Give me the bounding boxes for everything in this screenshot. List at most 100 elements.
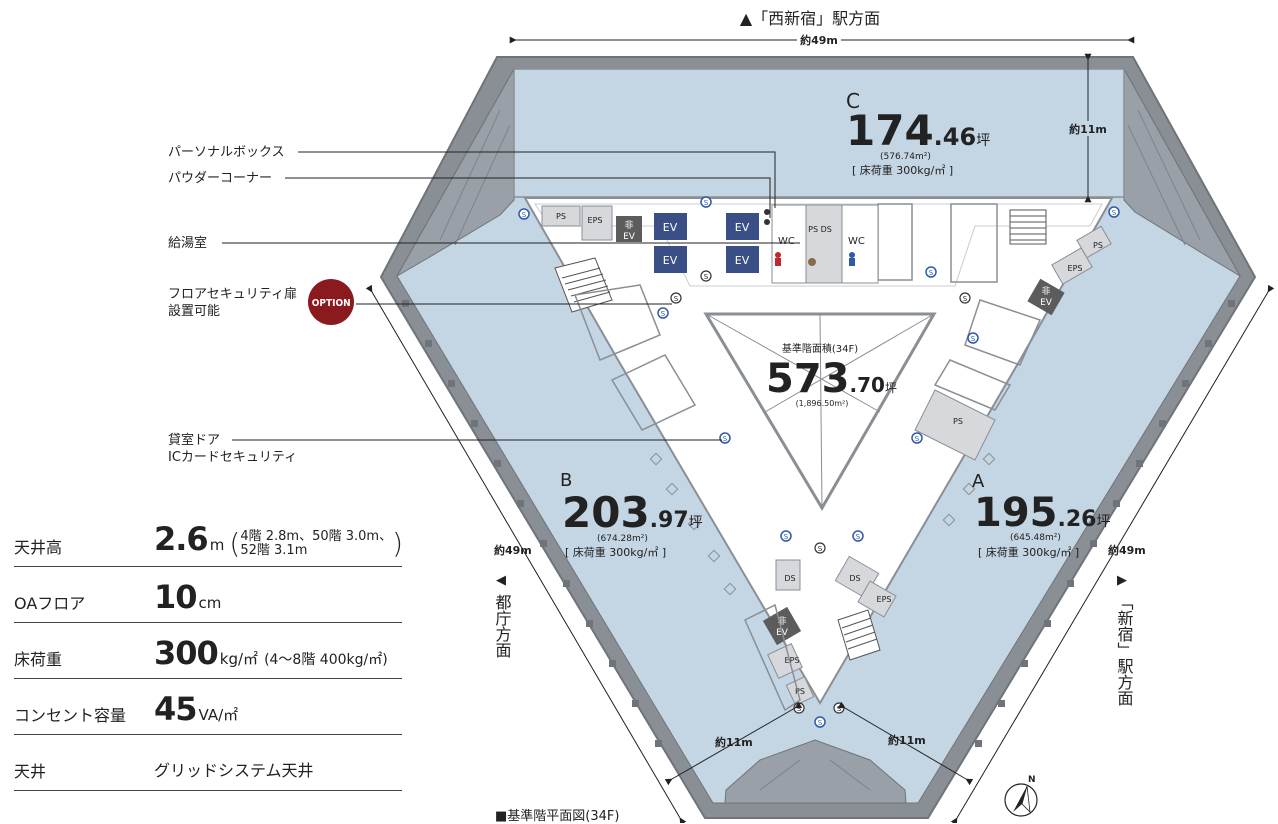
eps-label: EPS	[877, 595, 892, 604]
ps-ds-label: PS DS	[808, 225, 832, 234]
male-restroom-icon	[849, 258, 855, 266]
svg-text:S: S	[971, 335, 976, 343]
zone-total: 基準階面積(34F) 573.70坪 (1,896.50m²)	[766, 342, 897, 408]
top-zone-c-room	[513, 68, 1125, 198]
callout-rental-door-line2: ICカードセキュリティ	[168, 450, 298, 465]
svg-text:S: S	[929, 269, 934, 277]
security-icon: S	[852, 530, 864, 542]
total-tsubo-decimal: .70	[850, 373, 885, 397]
svg-text:573.70坪: 573.70坪	[766, 356, 897, 402]
zone-b-tsubo-decimal: .97	[650, 508, 689, 533]
emergency-ev-label: EV	[1040, 298, 1053, 308]
outlet-value: 45	[154, 690, 198, 728]
accessible-restroom-icon	[808, 258, 816, 266]
svg-text:S: S	[1112, 209, 1117, 217]
svg-text:S: S	[837, 705, 842, 713]
svg-text:S: S	[704, 199, 709, 207]
callout-leaders	[222, 151, 800, 441]
spec-label: 天井	[14, 762, 47, 781]
spec-label: 天井高	[14, 538, 63, 557]
floor-load-value: 300	[154, 634, 219, 672]
svg-text:S: S	[856, 533, 861, 541]
floor-load-unit: kg/㎡	[219, 650, 259, 668]
powder-corner-icon	[764, 219, 770, 225]
svg-text:S: S	[674, 295, 679, 303]
security-icon: S	[518, 208, 530, 220]
ceiling-value: グリッドシステム天井	[154, 761, 314, 780]
security-icon: S	[700, 196, 712, 208]
ds-label: DS	[784, 574, 795, 583]
security-icon: S	[833, 702, 845, 714]
top-width-dimension: 約49m	[800, 33, 838, 47]
security-icon: S	[814, 716, 826, 728]
paren-close: )	[392, 527, 404, 560]
security-icon: S	[925, 266, 937, 278]
ps-label: PS	[1093, 241, 1103, 250]
svg-text:203.97坪: 203.97坪	[562, 488, 703, 537]
zone-b-unit: 坪	[689, 515, 703, 531]
svg-text:OPTION: OPTION	[312, 298, 351, 310]
left-width-dimension: 約49m	[494, 543, 532, 557]
ev-label: EV	[735, 254, 750, 267]
callout-security-door: フロアセキュリティ扉 設置可能	[168, 286, 297, 320]
total-unit: 坪	[885, 381, 897, 395]
zone-a-sqm: (645.48m²)	[1010, 533, 1061, 543]
callout-rental-door-line1: 貸室ドア	[168, 433, 221, 448]
security-icon: S	[1108, 206, 1120, 218]
svg-text:S: S	[797, 705, 802, 713]
stair-top-right	[1009, 209, 1047, 245]
zone-c-tsubo: 174	[846, 106, 934, 155]
zone-b-load: [ 床荷重 300kg/㎡ ]	[565, 545, 666, 559]
atrium-cross-lines	[705, 313, 935, 509]
ceiling-height-value: 2.6	[154, 520, 209, 558]
dimension-labels: 約49m 約11m 約49m 約49m 約11m 約11m	[494, 33, 1146, 749]
zone-a-load: [ 床荷重 300kg/㎡ ]	[978, 545, 1079, 559]
ps-label: PS	[795, 687, 805, 696]
zone-a-tsubo-decimal: .26	[1058, 507, 1097, 532]
zone-a-letter: A	[972, 471, 985, 492]
callout-personal-box: パーソナルボックス	[168, 145, 285, 160]
total-tsubo: 573	[766, 356, 850, 402]
emergency-ev-label: 非	[1041, 285, 1050, 297]
svg-text:S: S	[818, 545, 823, 553]
security-icon: S	[719, 432, 731, 444]
eps-label: EPS	[1068, 264, 1083, 273]
left-direction-arrow: ◀	[496, 573, 506, 588]
oa-floor-value: 10	[154, 578, 198, 616]
outlet-unit: VA/㎡	[198, 706, 239, 724]
zone-b-tsubo: 203	[562, 488, 650, 537]
ev-label: EV	[735, 221, 750, 234]
female-restroom-icon	[775, 258, 781, 266]
callout-kitchen: 給湯室	[168, 236, 208, 251]
spec-row-ceiling: 天井 グリッドシステム天井	[14, 734, 402, 791]
ds-label: DS	[849, 574, 860, 583]
floor-load-note: (4〜8階 400kg/㎡)	[264, 652, 388, 668]
security-icon: S	[814, 542, 826, 554]
svg-text:S: S	[915, 435, 920, 443]
ceiling-height-note-line1: 4階 2.8m、50階 3.0m、	[240, 529, 393, 544]
spec-label: コンセント容量	[14, 706, 127, 725]
female-restroom-icon	[775, 252, 781, 258]
north-label: N	[1028, 775, 1036, 785]
wc-label: WC	[848, 236, 865, 247]
right-direction-arrow: ▶	[1117, 573, 1127, 588]
svg-text:S: S	[661, 310, 666, 318]
security-icon: S	[780, 530, 792, 542]
svg-text:S: S	[963, 295, 968, 303]
zone-b-letter: B	[560, 470, 572, 491]
direction-left-label: 都庁方面	[493, 594, 512, 658]
total-sqm: (1,896.50m²)	[796, 399, 849, 408]
zone-c-letter: C	[846, 89, 860, 113]
emergency-elevator-top: 非 EV	[616, 216, 642, 242]
plan-caption: ■基準階平面図(34F)	[495, 809, 620, 824]
stair-bottom	[837, 609, 881, 661]
zone-c: C 174.46坪 (576.74m²) [ 床荷重 300kg/㎡ ]	[846, 89, 990, 177]
zone-c-load: [ 床荷重 300kg/㎡ ]	[852, 163, 953, 177]
svg-text:S: S	[704, 273, 709, 281]
zone-a-unit: 坪	[1096, 514, 1110, 530]
security-icon: S	[657, 307, 669, 319]
